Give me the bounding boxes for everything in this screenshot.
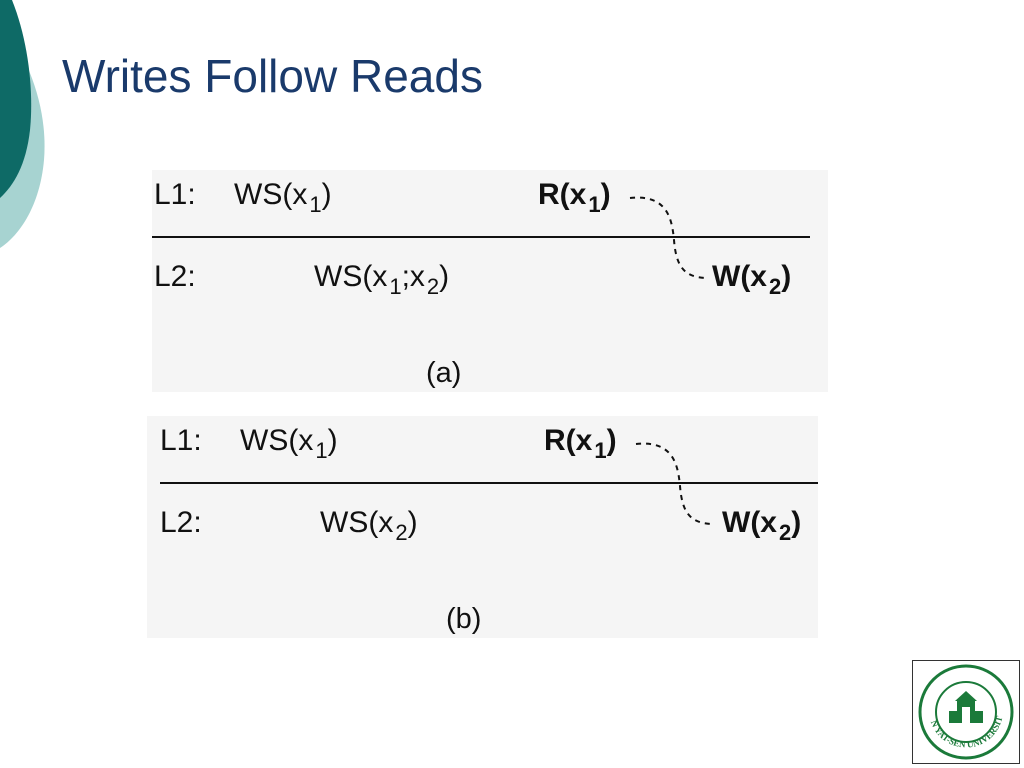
diagram-b-l1-read-op: R(x1): [544, 424, 617, 463]
diagram-b-timeline-divider: [160, 482, 818, 484]
diagram-b-panel: [147, 416, 818, 638]
diagram-b-l2-write-op: W(x2): [722, 506, 802, 545]
diagram-a-l1-write-set: WS(x1): [234, 178, 332, 217]
slide-decoration: [0, 0, 45, 248]
decoration-dark-arc: [0, 0, 32, 198]
diagram-b-l2-write-set: WS(x2): [320, 506, 418, 545]
diagram-a-panel: [152, 170, 828, 392]
university-seal-icon: SUN YAT-SEN UNIVERSITY: [910, 653, 1014, 760]
diagram-a-l2-label: L2:: [154, 260, 196, 293]
diagram-b-l2-label: L2:: [160, 506, 202, 539]
diagram-a-l2-write-op: W(x2): [712, 260, 792, 299]
diagram-b-l1-write-set: WS(x1): [240, 424, 338, 463]
logo-emblem-building: [949, 691, 983, 723]
diagram-a-caption: (a): [426, 357, 462, 389]
slide-title: Writes Follow Reads: [62, 50, 483, 102]
diagram-a-l1-read-op: R(x1): [538, 178, 611, 217]
diagram-b-l1-label: L1:: [160, 424, 202, 457]
university-logo: SUN YAT-SEN UNIVERSITY: [910, 653, 1020, 764]
diagram-a-l2-write-set: WS(x1;x2): [314, 260, 450, 299]
diagram-a-timeline-divider: [152, 236, 810, 238]
diagram-a-dependency-link: [629, 196, 709, 279]
diagram-b-dependency-link: [635, 442, 715, 525]
diagram-b-caption: (b): [446, 603, 482, 635]
diagram-a-l1-label: L1:: [154, 178, 196, 211]
